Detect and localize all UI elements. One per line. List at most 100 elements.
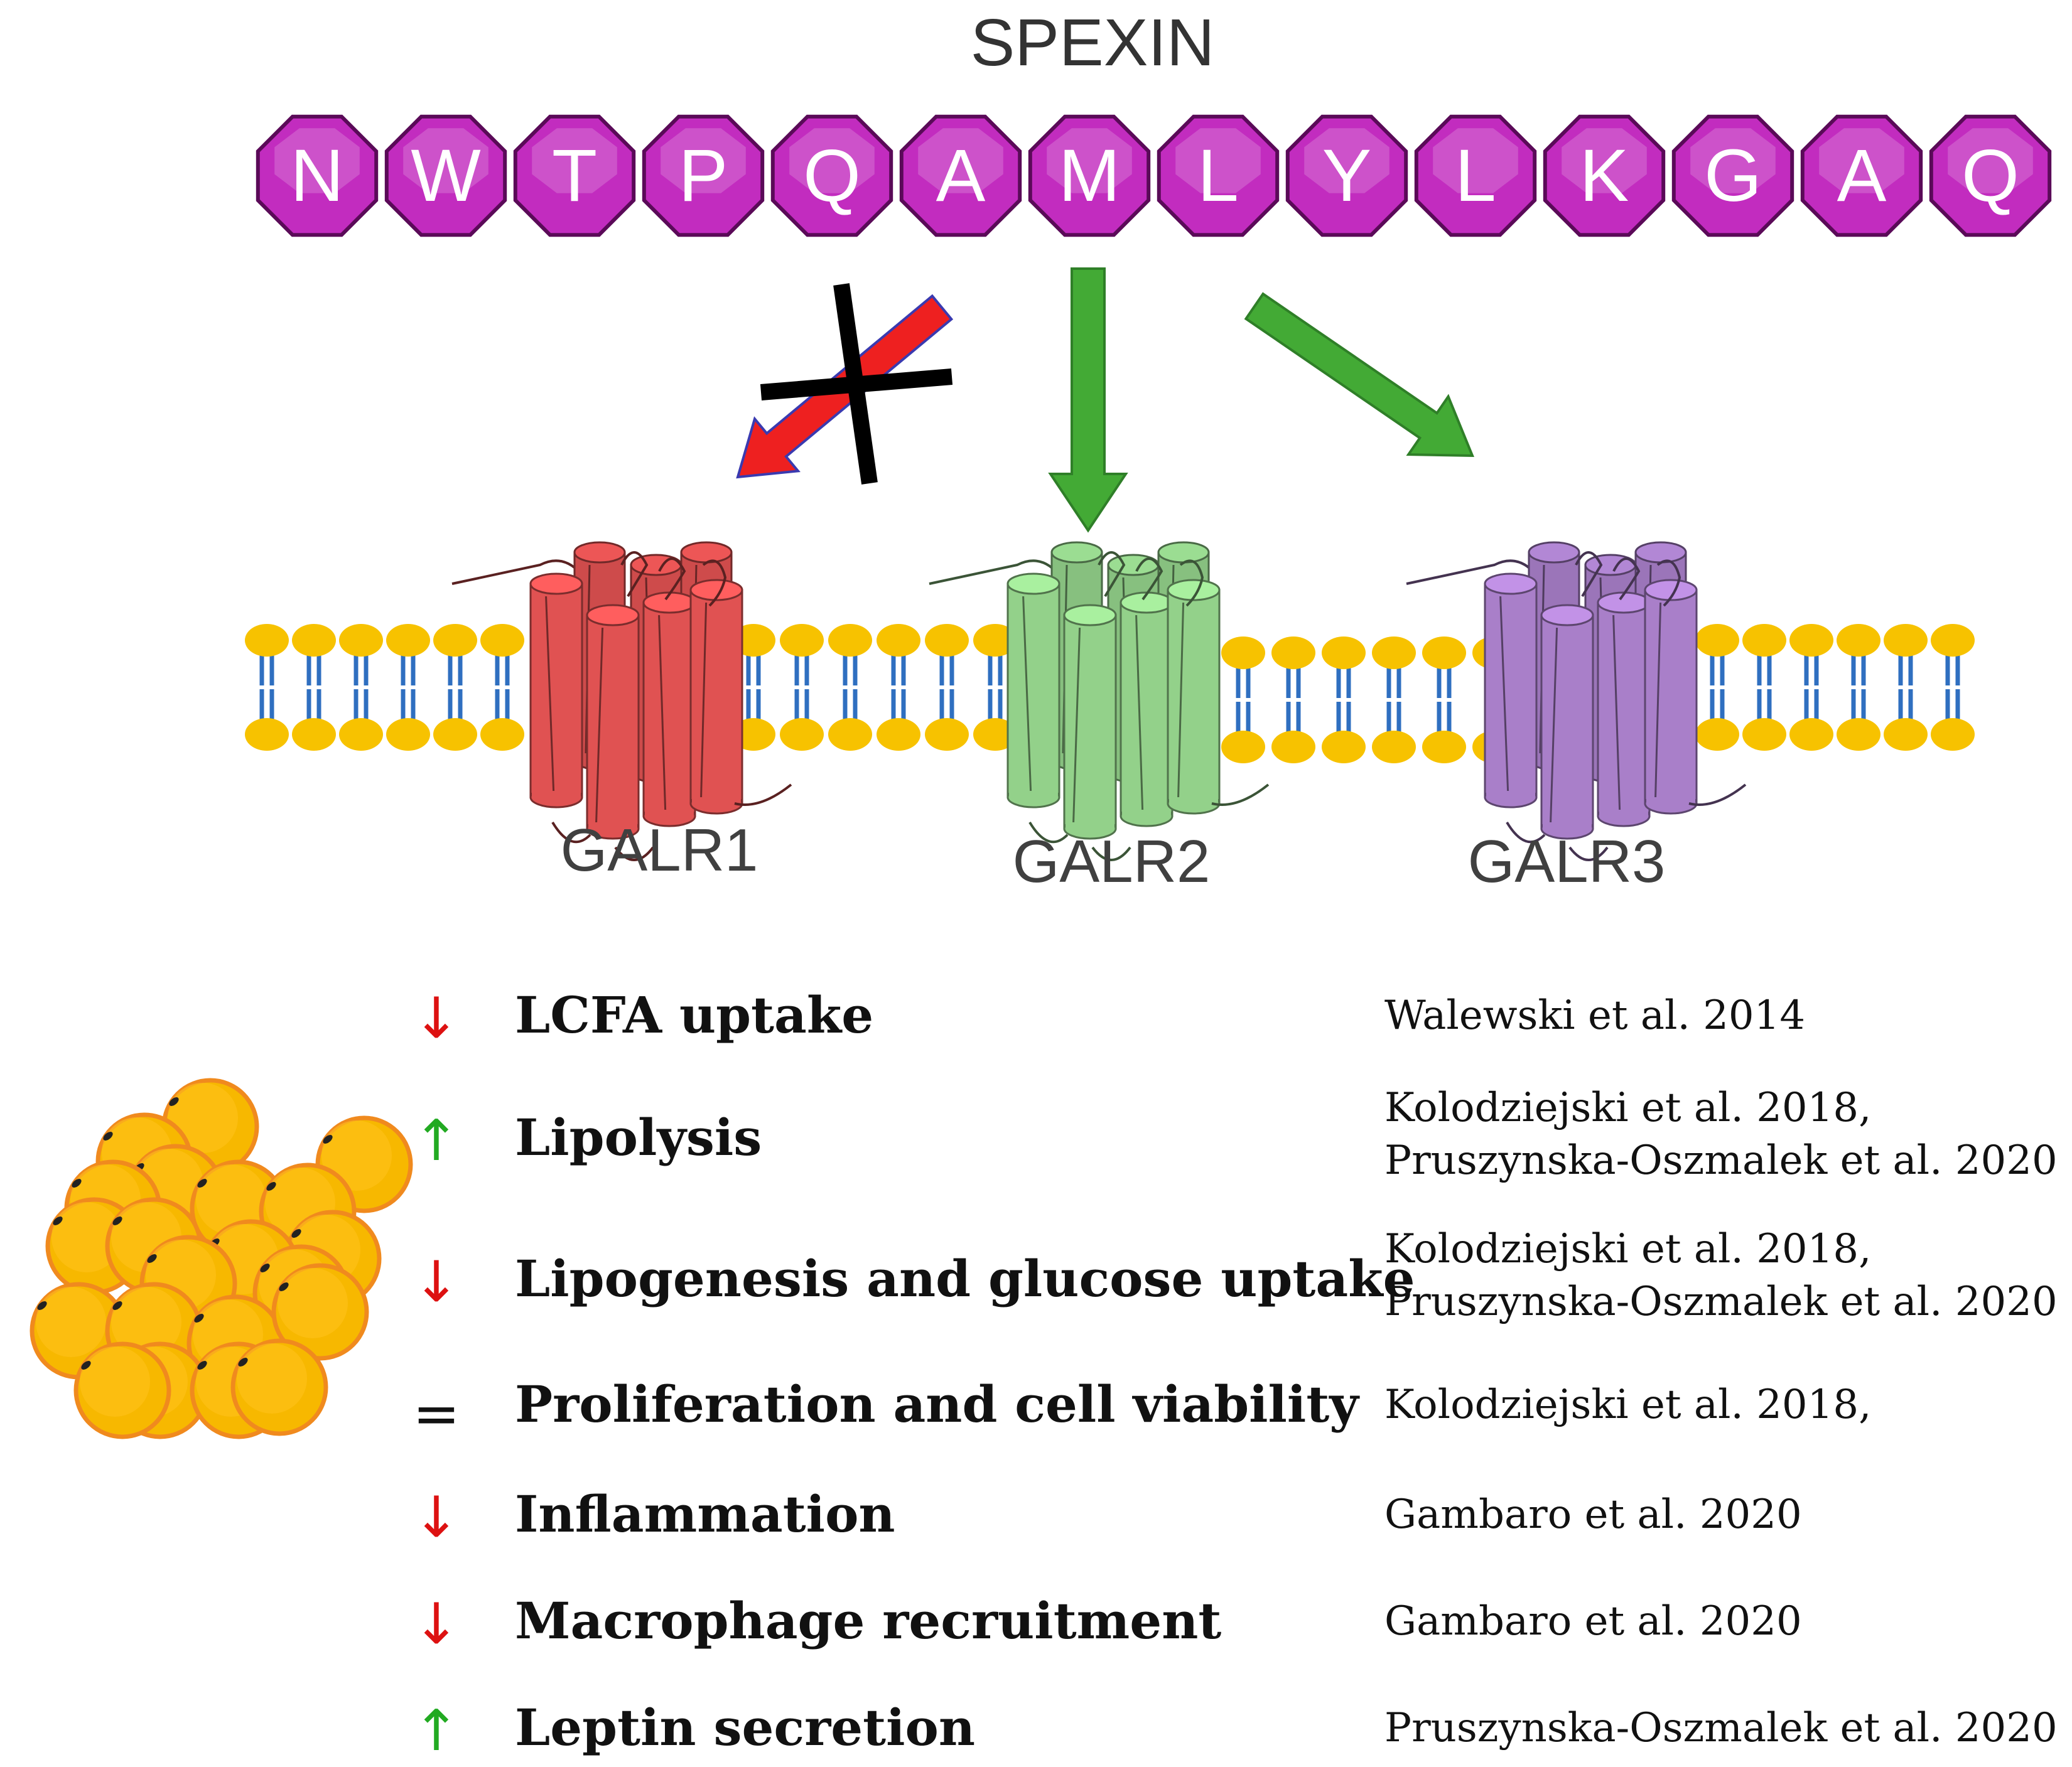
helix — [586, 604, 640, 840]
lipid — [1695, 624, 1739, 751]
lipid — [1789, 624, 1833, 751]
residue: P — [642, 114, 765, 237]
residue-letter: L — [1197, 134, 1239, 217]
lipid — [1322, 636, 1366, 763]
residue: W — [384, 114, 507, 237]
spexin-title: SPEXIN — [970, 6, 1215, 80]
reference-citation: Kolodziejski et al. 2018, — [1384, 1226, 1872, 1272]
reference-citation: Gambaro et al. 2020 — [1384, 1598, 1802, 1645]
galr1-receptor — [451, 541, 792, 861]
effect-text: Lipogenesis and glucose uptake — [515, 1249, 1415, 1308]
galr3-label: GALR3 — [1467, 828, 1666, 895]
residue-letter: P — [679, 134, 728, 217]
residue-letter: N — [290, 134, 343, 217]
lipid — [1742, 624, 1786, 751]
cell-membrane — [245, 624, 1975, 763]
equals-icon: = — [413, 1381, 460, 1447]
helix — [1484, 572, 1538, 808]
lipid — [877, 624, 920, 751]
residue-letter: W — [411, 134, 480, 217]
effect-text: Inflammation — [515, 1485, 895, 1544]
galr3-binding-arrow — [1244, 292, 1474, 458]
lipid — [1271, 636, 1315, 763]
residue: Y — [1285, 114, 1408, 237]
lipid — [925, 624, 969, 751]
galr2-receptor — [929, 541, 1270, 861]
blocked-cross-icon — [760, 283, 953, 485]
residue: L — [1414, 114, 1537, 237]
lipid — [973, 624, 1017, 751]
helix — [642, 591, 696, 827]
reference-citation: Pruszynska-Oszmalek et al. 2020 — [1384, 1705, 2058, 1751]
helix — [1120, 591, 1174, 827]
helix — [1063, 604, 1117, 840]
adipocyte — [271, 1263, 369, 1361]
lipid — [386, 624, 430, 751]
helix — [529, 572, 583, 808]
reference-citation: Gambaro et al. 2020 — [1384, 1491, 1802, 1538]
adipocyte — [73, 1341, 171, 1439]
lipid — [339, 624, 383, 751]
galr2-label: GALR2 — [1012, 828, 1211, 895]
lipid — [245, 624, 289, 751]
reference-citation: Pruszynska-Oszmalek et al. 2020 — [1384, 1137, 2058, 1184]
residue: L — [1157, 114, 1280, 237]
lipid — [1931, 624, 1975, 751]
residue: Q — [1929, 114, 2052, 237]
residue-letter: L — [1455, 134, 1496, 217]
galr1-label: GALR1 — [560, 817, 758, 884]
lipid — [828, 624, 872, 751]
residue-letter: T — [552, 134, 597, 217]
residue-letter: Q — [803, 134, 861, 217]
helix — [1540, 604, 1594, 840]
lipid — [780, 624, 824, 751]
residue-letter: G — [1704, 134, 1762, 217]
reference-citation: Kolodziejski et al. 2018, — [1384, 1085, 1872, 1131]
lipid — [433, 624, 477, 751]
up-arrow-icon: ↑ — [413, 1698, 460, 1764]
reference-citation: Walewski et al. 2014 — [1384, 992, 1806, 1039]
down-arrow-icon: ↓ — [413, 1249, 460, 1315]
residue-letter: A — [1837, 134, 1887, 217]
helix — [689, 579, 743, 815]
down-arrow-icon: ↓ — [413, 986, 460, 1051]
residue: T — [513, 114, 636, 237]
down-arrow-icon: ↓ — [413, 1485, 460, 1550]
lipid — [1221, 636, 1265, 763]
effect-text: LCFA uptake — [515, 986, 874, 1045]
residue-letter: M — [1059, 134, 1120, 217]
effect-text: Lipolysis — [515, 1108, 762, 1167]
effect-text: Proliferation and cell viability — [515, 1375, 1359, 1434]
residue: M — [1028, 114, 1151, 237]
receptors — [451, 541, 1747, 861]
residue: Q — [770, 114, 893, 237]
up-arrow-icon: ↑ — [413, 1108, 460, 1174]
residue-letter: Y — [1322, 134, 1372, 217]
lipid — [1372, 636, 1416, 763]
residue: N — [256, 114, 379, 237]
lipid — [1884, 624, 1928, 751]
residue: K — [1543, 114, 1666, 237]
adipocyte-cluster-icon — [30, 1078, 413, 1439]
down-arrow-icon: ↓ — [413, 1591, 460, 1657]
galr3-receptor — [1406, 541, 1747, 861]
lipid — [480, 624, 524, 751]
helix — [1644, 579, 1698, 815]
lipid — [292, 624, 336, 751]
residue-letter: K — [1580, 134, 1629, 217]
adipocyte — [230, 1338, 328, 1436]
residue: A — [899, 114, 1022, 237]
lipid — [1837, 624, 1880, 751]
effect-text: Leptin secretion — [515, 1698, 976, 1757]
residue: A — [1800, 114, 1923, 237]
reference-citation: Pruszynska-Oszmalek et al. 2020 — [1384, 1279, 2058, 1325]
residue-letter: A — [936, 134, 986, 217]
residue: G — [1671, 114, 1794, 237]
helix — [1006, 572, 1060, 808]
reference-citation: Kolodziejski et al. 2018, — [1384, 1382, 1872, 1428]
residue-letter: Q — [1961, 134, 2019, 217]
lipid — [1422, 636, 1466, 763]
